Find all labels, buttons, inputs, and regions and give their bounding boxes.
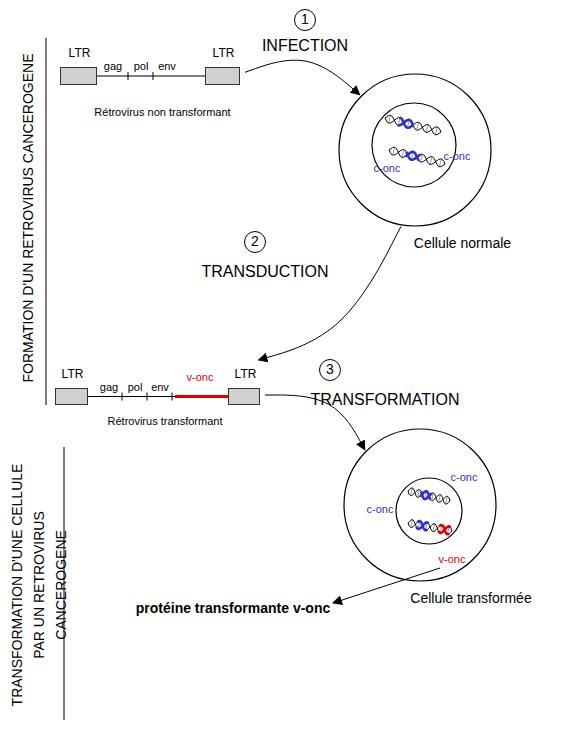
step-name: TRANSFORMATION [285,390,485,410]
node-text: env [154,60,180,73]
gene-mark [420,491,430,499]
dna-strand [385,115,441,135]
node-text: gag [97,381,121,394]
ltr-box: LTR [55,388,88,405]
gene-mark [405,152,419,161]
gene-boundary [172,393,173,401]
cell-circle: c-oncc-oncv-oncCellule transformée [342,427,498,583]
node-text: v-onc [432,553,472,566]
ltr-box: LTR [205,67,240,85]
cell-circle: c-oncc-oncCellule normale [337,72,493,228]
step-name: TRANSDUCTION [175,262,355,282]
dna-rung [435,127,437,135]
node-text: Rétrovirus transformant [80,415,250,428]
ltr-label: LTR [48,367,97,381]
dna-rung [417,122,419,130]
cell-membrane [344,429,496,581]
section-title: FORMATION D'UN RETROVIRUS CANCEROGENE [19,38,37,398]
section-rule [46,38,47,405]
dna-rung [411,520,412,528]
cell-drawing [342,427,498,583]
ltr-box: LTR [60,67,97,85]
retrovirus-genome: gagpolenvRétrovirus non transformant LTR L… [55,40,245,125]
gene-mark [439,525,449,534]
node-text: pol [129,60,153,73]
node-text: c-onc [437,150,477,163]
genome-strand [97,76,205,77]
node-text: Cellule normale [405,235,520,252]
gene-boundary [122,393,123,401]
dna-rung [426,125,428,133]
protein-label: protéine transformante v-onc [133,600,333,617]
dna-strand [408,520,452,535]
dna-rung [430,157,432,165]
step-number: 1 [294,9,316,31]
node-text: pol [124,381,146,394]
ltr-label: LTR [221,367,270,381]
step-number: 3 [319,359,341,381]
dna-rung [389,115,391,123]
node-text: Cellule transformée [406,590,536,607]
dna-rung [393,147,395,155]
ltr-label: LTR [199,46,248,60]
process-arrow [245,60,360,95]
ltr-label: LTR [55,46,104,60]
gene-boundary [128,72,129,80]
cell-membrane [339,74,491,226]
oncogene-segment [175,395,228,398]
node-text: gag [99,60,127,73]
gene-boundary [153,72,154,80]
gene-mark [398,120,413,126]
nucleus-membrane [372,103,456,187]
dna-rung [446,496,448,504]
dna-rung [418,490,420,498]
step-name: INFECTION [245,36,365,56]
dna-rung [433,524,434,532]
gene-mark [416,522,428,529]
gene-boundary [147,393,148,401]
node-text: v-onc [178,371,222,384]
step-number: 2 [244,231,266,253]
dna-rung [439,495,441,503]
dna-strand [385,118,441,133]
nucleus-membrane [396,478,462,544]
node-text: c-onc [444,471,484,484]
process-arrow [259,226,401,360]
node-text: Rétrovirus non transformant [80,106,245,119]
dna-strand [408,488,450,504]
dna-rung [411,488,413,496]
genome-strand [88,396,228,397]
ltr-box: LTR [228,388,260,405]
node-text: env [148,381,172,394]
dna-rung [402,150,404,158]
node-text: c-onc [367,162,407,175]
retrovirus-genome: gagpolenv v-oncRétrovirus transformant LTR… [50,360,265,430]
node-text: c-onc [360,503,400,516]
section-title: TRANSFORMATION D'UNE CELLULE PAR UN RETR… [5,458,49,713]
dna-rung [439,159,441,167]
